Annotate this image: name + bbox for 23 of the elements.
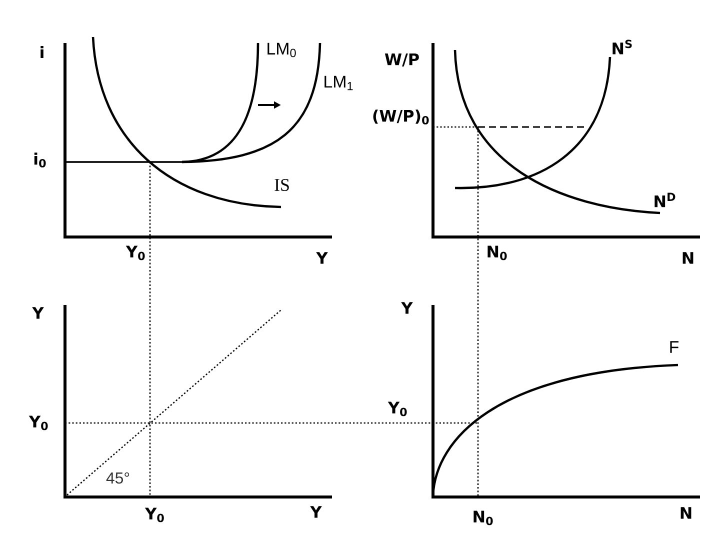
- axis-label: Y: [401, 302, 413, 314]
- value-label: (W/P)$_{0}$: [373, 110, 429, 124]
- axis-label: i: [40, 46, 44, 58]
- curve-label: N$^{D}$: [654, 192, 676, 208]
- axis-label: W/P: [384, 53, 419, 67]
- value-label: Y$_{0}$: [144, 508, 164, 522]
- axis-label: Y: [32, 307, 44, 319]
- value-label: Y$_{0}$: [388, 402, 407, 416]
- curve-label: F: [670, 341, 678, 353]
- value-label: N$_{0}$: [474, 510, 493, 526]
- axis-label: N: [680, 507, 692, 519]
- curve-label: LM$_{1}$: [324, 76, 353, 90]
- axis-label: N: [682, 252, 694, 264]
- curve-label: IS: [274, 178, 289, 192]
- value-label: Y$_{0}$: [28, 416, 48, 430]
- curve-label: LM$_{0}$: [268, 42, 296, 58]
- curve-label: N$^{S}$: [612, 40, 632, 54]
- axis-label: Y: [316, 252, 328, 264]
- angle-label: 45°: [106, 472, 130, 484]
- value-label: Y$_{0}$: [126, 246, 145, 260]
- value-label: N$_{0}$: [488, 246, 507, 260]
- axis-label: Y: [310, 506, 322, 518]
- value-label: i$_{0}$: [34, 152, 46, 168]
